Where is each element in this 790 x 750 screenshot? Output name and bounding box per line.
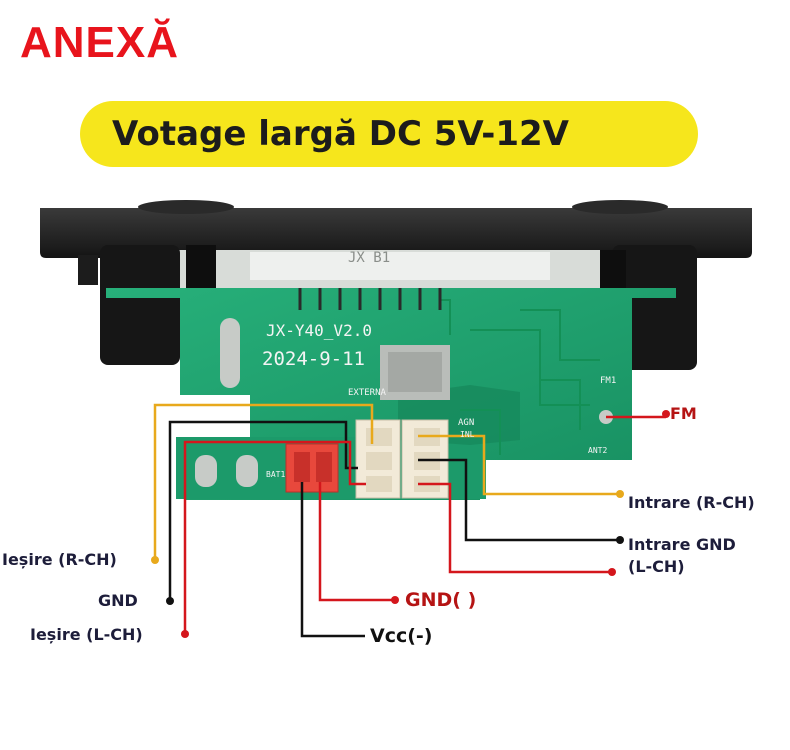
voltage-banner bbox=[80, 101, 698, 167]
pcb-board bbox=[106, 288, 676, 500]
silk-inl: INL bbox=[460, 430, 475, 439]
label-gnd-power: GND( ) bbox=[405, 589, 477, 611]
label-input-gnd: Intrare GND bbox=[628, 535, 736, 554]
silk-bat: BAT1 bbox=[266, 470, 286, 479]
label-input-l: (L-CH) bbox=[628, 557, 685, 576]
silk-agn: AGN bbox=[458, 418, 475, 428]
battery-pad-1 bbox=[195, 455, 217, 487]
voltage-banner-text: Votage largă DC 5V-12V bbox=[112, 114, 569, 154]
board-model: JX-Y40_V2.0 bbox=[266, 321, 372, 340]
label-output-l: Ieșire (L-CH) bbox=[30, 625, 143, 644]
label-gnd: GND bbox=[98, 591, 138, 610]
power-connector bbox=[285, 443, 339, 493]
label-fm: FM bbox=[670, 404, 697, 423]
battery-pad-2 bbox=[236, 455, 258, 487]
audio-input-connector bbox=[355, 419, 401, 499]
label-output-r: Ieșire (R-CH) bbox=[2, 550, 117, 569]
board-date: 2024-9-11 bbox=[262, 348, 365, 370]
solder-pad bbox=[220, 318, 240, 388]
label-vcc: Vcc(-) bbox=[370, 625, 433, 647]
silk-external: EXTERNA bbox=[348, 388, 386, 398]
left-mount-post bbox=[100, 245, 180, 365]
right-mount-post bbox=[612, 245, 697, 370]
silk-fm1: FM1 bbox=[600, 376, 617, 386]
silk-ant: ANT2 bbox=[588, 446, 608, 455]
silk-top: JX B1 bbox=[348, 250, 391, 266]
wire-endpoints bbox=[151, 410, 670, 638]
front-panel bbox=[40, 200, 752, 375]
page-title: ANEXĂ bbox=[20, 18, 180, 67]
wiring bbox=[153, 403, 666, 638]
label-input-r: Intrare (R-CH) bbox=[628, 493, 755, 512]
